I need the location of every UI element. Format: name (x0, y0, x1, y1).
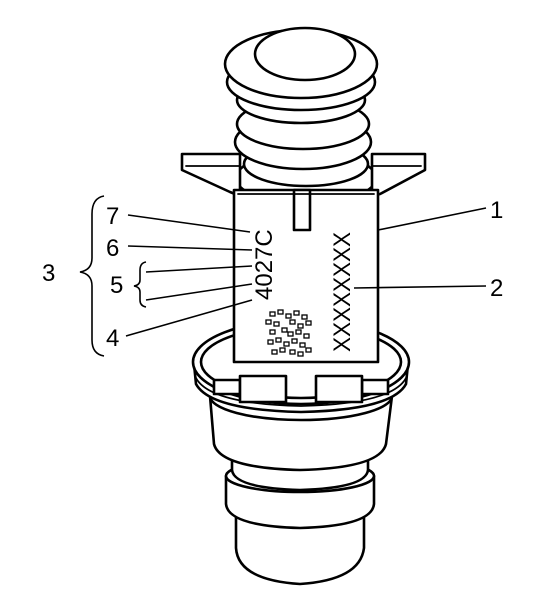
leader-lines (125, 207, 487, 337)
matrix-dot (273, 321, 280, 327)
matrix-dot (269, 329, 276, 335)
matrix-dot (295, 329, 302, 335)
serial-number-text: XXXXXXXX (329, 232, 356, 352)
leader-4 (125, 299, 253, 337)
callout-5: 5 (110, 272, 123, 299)
matrix-dot (275, 337, 282, 343)
matrix-dot (289, 319, 296, 325)
mounting-flange (180, 152, 427, 198)
matrix-dot (277, 309, 284, 315)
matrix-dot (291, 338, 298, 344)
brackets (79, 195, 147, 357)
callout-4: 4 (106, 325, 119, 352)
matrix-dot (297, 351, 304, 357)
matrix-dot (297, 323, 304, 329)
matrix-dot (287, 331, 294, 337)
matrix-dot (285, 313, 292, 319)
matrix-dot (283, 341, 290, 347)
part-code-text: 4027C (251, 229, 278, 300)
matrix-dot (305, 320, 312, 326)
leader-5a (145, 265, 253, 273)
matrix-dot (293, 310, 300, 316)
matrix-dot (271, 349, 278, 355)
matrix-dot (305, 347, 312, 353)
matrix-dot (281, 327, 288, 333)
leader-1 (377, 207, 487, 231)
leader-7 (127, 214, 251, 233)
matrix-dot (265, 319, 272, 325)
matrix-dot (301, 314, 308, 320)
leader-6 (127, 245, 253, 251)
matrix-dot (269, 311, 276, 317)
top-inlet (223, 26, 379, 242)
callout-2: 2 (490, 275, 503, 302)
matrix-dot (299, 342, 306, 348)
matrix-dot (267, 339, 274, 345)
callout-7: 7 (106, 203, 119, 230)
leader-5b (145, 283, 253, 301)
leader-2 (353, 285, 487, 289)
callout-1: 1 (490, 197, 503, 224)
matrix-dot (289, 349, 296, 355)
matrix-dot (279, 347, 286, 353)
callout-3: 3 (42, 260, 55, 287)
matrix-dot (303, 333, 310, 339)
bracket-5 (133, 261, 147, 308)
bracket-3 (79, 195, 105, 357)
dot-matrix-code (265, 309, 312, 357)
callout-6: 6 (106, 235, 119, 262)
